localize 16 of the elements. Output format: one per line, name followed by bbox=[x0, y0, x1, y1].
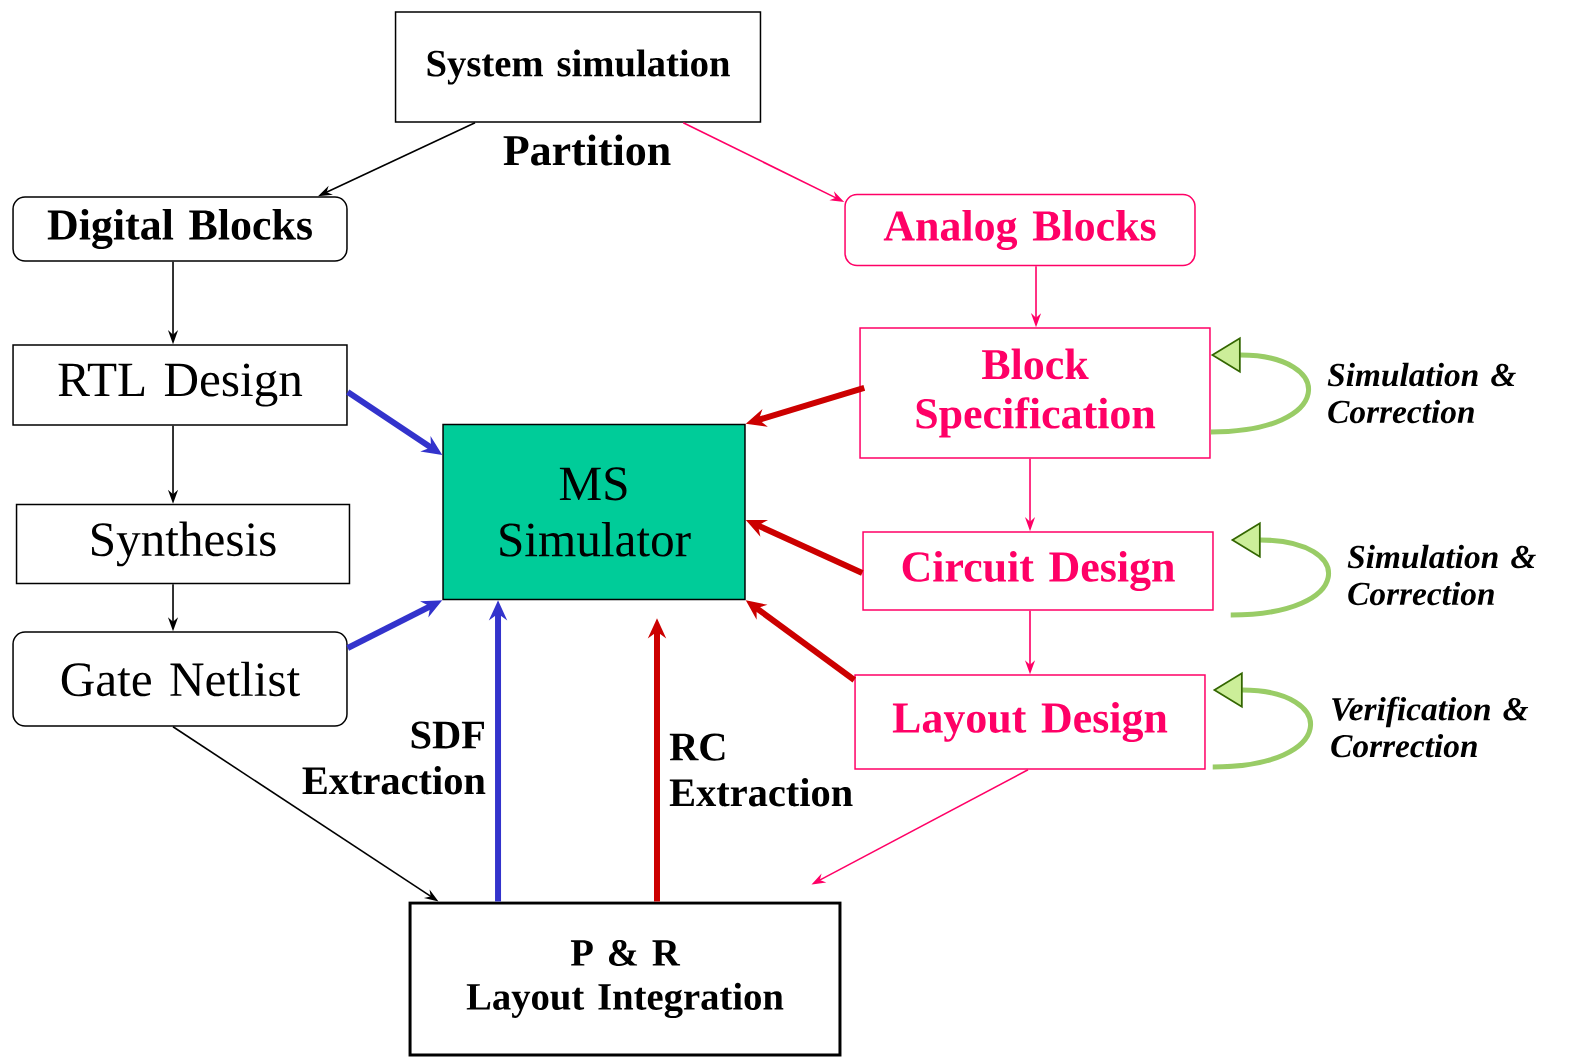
process-box: P & R Layout Integration bbox=[408, 901, 842, 1057]
edge-label: Simulation & Correction bbox=[1347, 544, 1536, 606]
simulator-box: MS Simulator bbox=[442, 423, 746, 601]
process-box: System simulation bbox=[394, 11, 762, 123]
process-box: Synthesis bbox=[15, 503, 351, 585]
process-box: Layout Design bbox=[854, 674, 1206, 770]
edge-label: RC Extraction bbox=[669, 733, 853, 807]
process-box: Block Specification bbox=[859, 327, 1211, 459]
edge-label: Simulation & Correction bbox=[1327, 362, 1516, 424]
rounded-box: Digital Blocks bbox=[12, 196, 348, 262]
step-label: Partition bbox=[503, 134, 671, 166]
edge-label: Verification & Correction bbox=[1331, 696, 1529, 758]
process-box: Circuit Design bbox=[862, 531, 1214, 611]
rounded-box: Analog Blocks bbox=[844, 193, 1196, 267]
rounded-box: Gate Netlist bbox=[12, 631, 348, 727]
process-box: RTL Design bbox=[12, 344, 348, 426]
